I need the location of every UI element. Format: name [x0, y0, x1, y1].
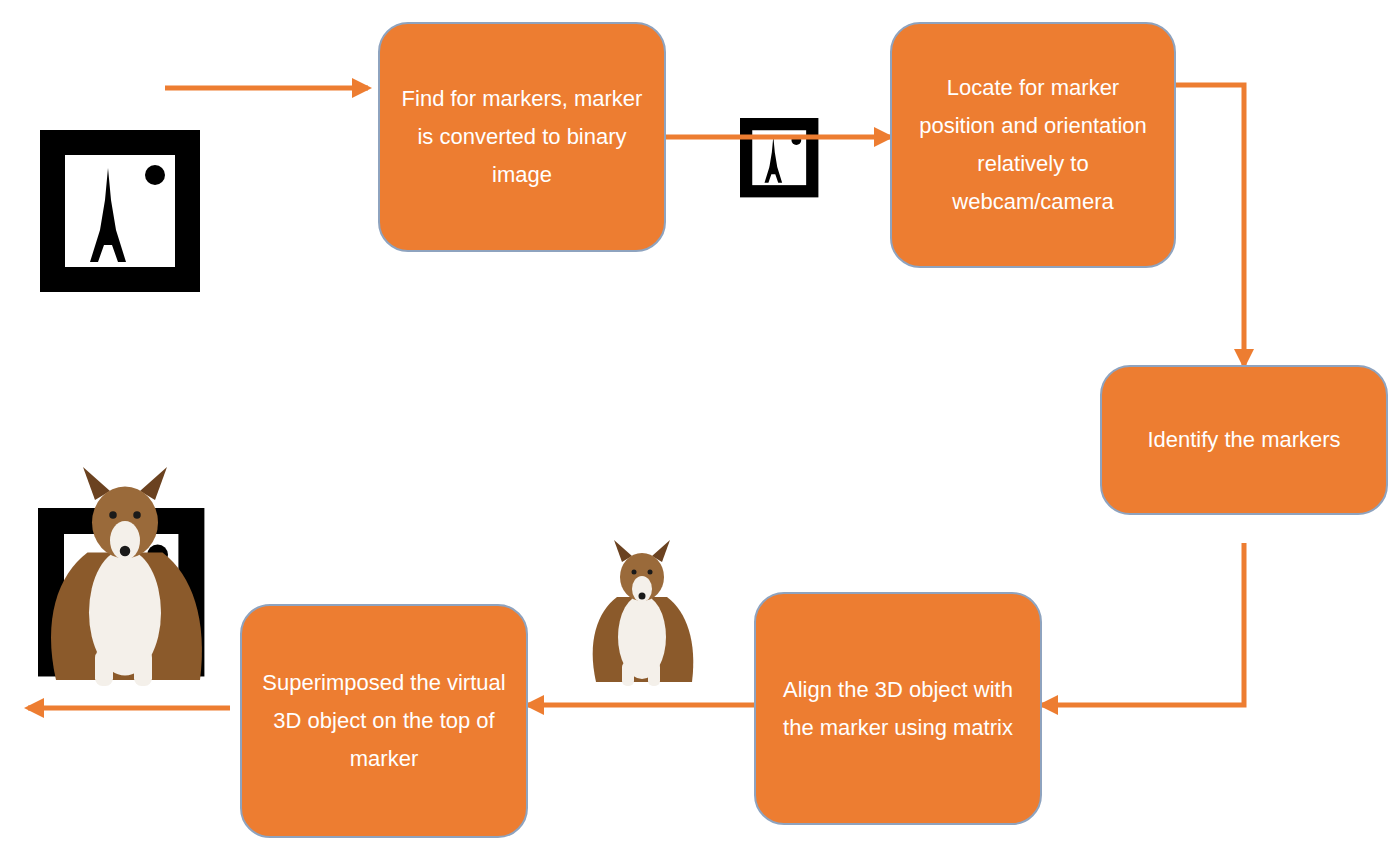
step-text: Align the 3D object with the marker usin… — [776, 671, 1020, 747]
flow-arrow — [1042, 543, 1244, 705]
process-box: Align the 3D object with the marker usin… — [754, 592, 1042, 825]
process-box: Find for markers, marker is converted to… — [378, 22, 666, 252]
step-text: Find for markers, marker is converted to… — [400, 80, 644, 194]
flow-arrow — [1176, 85, 1244, 365]
process-box: Identify the markers — [1100, 365, 1388, 515]
flow-arrow — [666, 135, 890, 140]
step-text: Superimposed the virtual 3D object on th… — [262, 664, 506, 778]
process-box: Locate for marker position and orientati… — [890, 22, 1176, 268]
step-text: Identify the markers — [1147, 421, 1340, 459]
flow-arrow — [528, 703, 754, 708]
step-text: Locate for marker position and orientati… — [912, 69, 1154, 221]
process-box: Superimposed the virtual 3D object on th… — [240, 604, 528, 838]
